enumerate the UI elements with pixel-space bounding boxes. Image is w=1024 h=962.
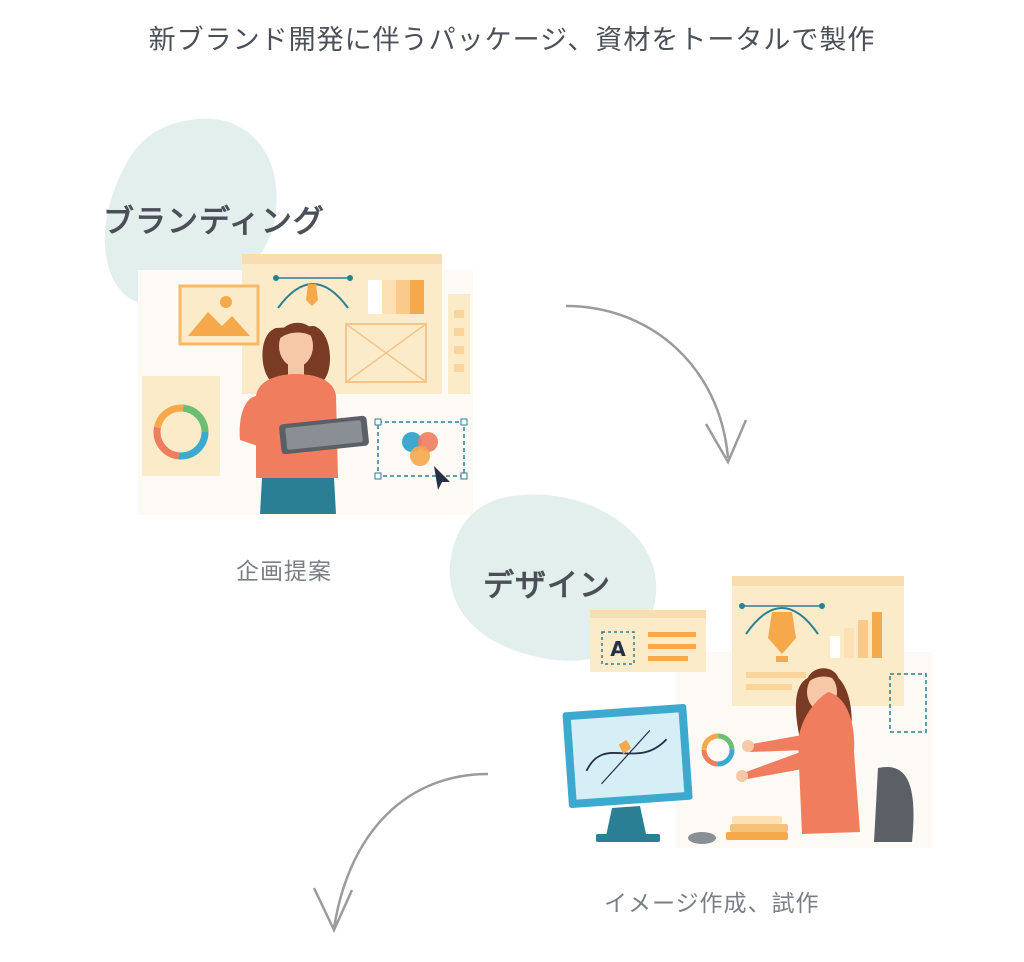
step2-caption: イメージ作成、試作 — [604, 891, 820, 917]
monitor — [562, 704, 693, 809]
color-selection-box — [377, 421, 465, 477]
letter-a-icon: A — [610, 637, 626, 661]
step1-background-blob — [104, 118, 277, 307]
branding-illustration — [138, 254, 473, 515]
page-title: 新ブランド開発に伴うパッケージ、資材をトータルで製作 — [148, 25, 876, 56]
cursor-icon — [434, 466, 450, 490]
donut-card — [142, 376, 220, 476]
step1-caption: 企画提案 — [236, 559, 332, 585]
flow-arrow-1 — [565, 304, 748, 465]
step1-title: ブランディング — [103, 204, 325, 240]
design-illustration: A — [562, 576, 932, 848]
typography-card — [590, 610, 706, 672]
step2-title: デザイン — [483, 568, 611, 604]
pen-nib-icon — [768, 612, 796, 654]
flow-arrow-2 — [312, 772, 489, 933]
